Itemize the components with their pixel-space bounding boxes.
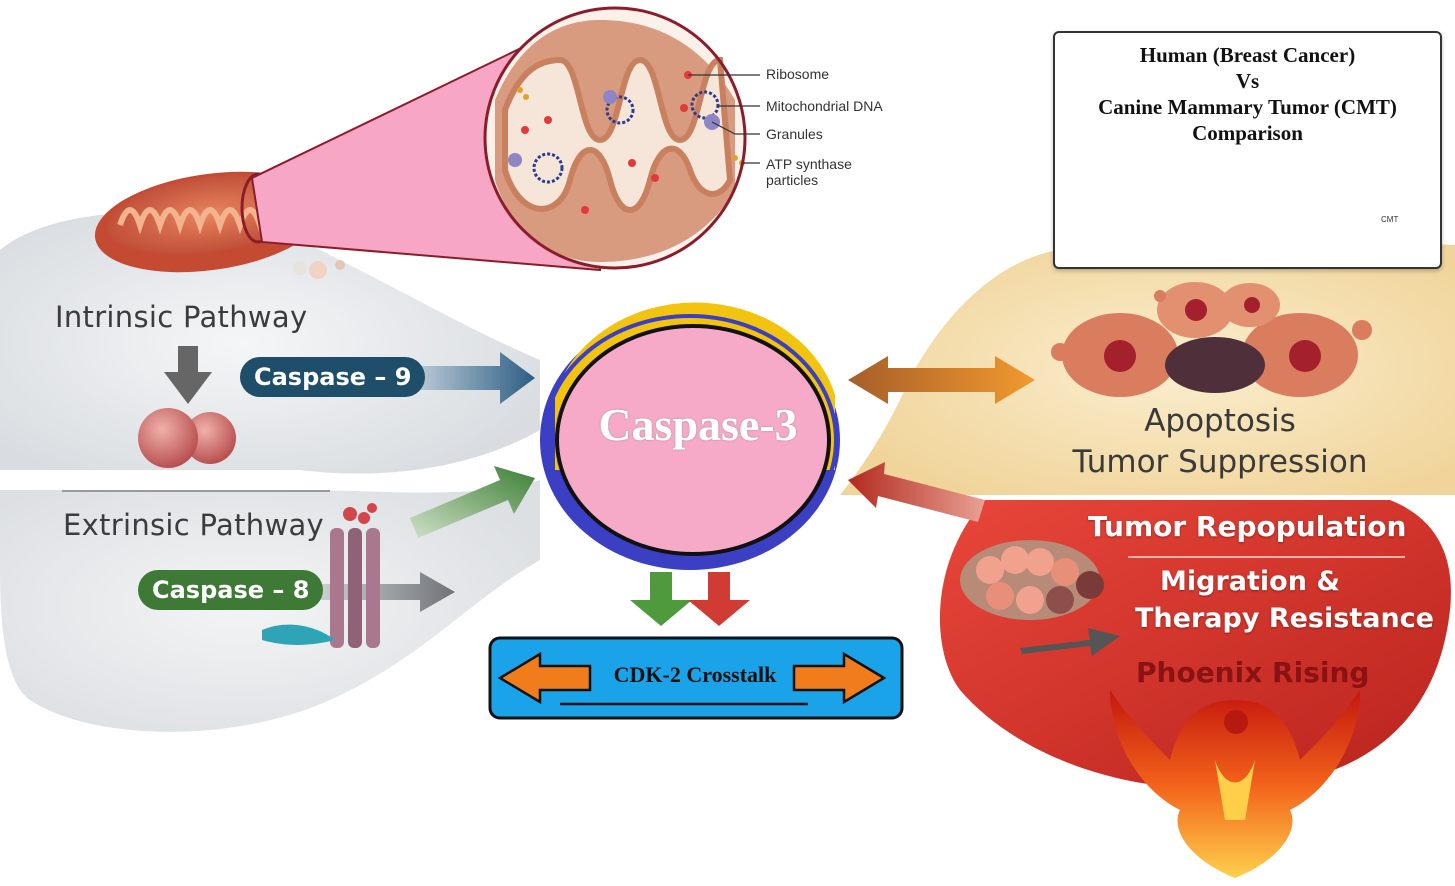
repopulation-arrow <box>848 462 985 522</box>
apoptosis-double-arrow <box>848 356 1035 404</box>
comparison-line3: Canine Mammary Tumor (CMT) <box>1098 95 1397 119</box>
extrinsic-pathway-title: Extrinsic Pathway <box>63 508 325 542</box>
comparison-box: Human (Breast Cancer) Vs Canine Mammary … <box>1053 31 1442 269</box>
cmt-mini-label: CMT <box>1381 215 1399 224</box>
mitochondria-zoom-circle <box>483 6 747 270</box>
caspase9-arrow <box>405 352 535 404</box>
receptor-illustration <box>262 503 380 648</box>
tumor-suppression-label: Tumor Suppression <box>1072 444 1368 480</box>
mitochondrial-dna-label: Mitochondrial DNA <box>766 98 883 114</box>
zoom-leader-lines <box>688 74 760 164</box>
therapy-resistance-label: Therapy Resistance <box>1135 603 1434 634</box>
extrinsic-arrow <box>410 466 535 538</box>
atp-particles-label: particles <box>766 172 819 188</box>
granules-label: Granules <box>766 126 823 142</box>
tumor-repopulation-label: Tumor Repopulation <box>1088 510 1407 543</box>
caspase9-label: Caspase – 9 <box>240 357 426 397</box>
comparison-line2: Vs <box>1235 69 1260 93</box>
crosstalk-box <box>488 636 904 720</box>
repopulating-cells-illustration <box>960 540 1120 656</box>
ribosome-label: Ribosome <box>766 66 830 82</box>
comparison-line1: Human (Breast Cancer) <box>1139 43 1356 67</box>
phoenix-illustration <box>1110 690 1360 878</box>
down-arrow-green <box>630 572 692 626</box>
caspase3-hub <box>540 302 840 570</box>
apoptosis-label: Apoptosis <box>1144 403 1296 439</box>
migration-label: Migration & <box>1160 566 1340 597</box>
phoenix-rising-label: Phoenix Rising <box>1136 656 1370 689</box>
comparison-line4: Comparison <box>1192 121 1303 145</box>
intrinsic-pathway-title: Intrinsic Pathway <box>55 300 308 334</box>
atp-synthase-label: ATP synthase <box>766 156 852 172</box>
caspase3-title: Caspase-3 <box>598 399 798 450</box>
intrinsic-panel-bg <box>0 212 540 474</box>
crosstalk-label: CDK-2 Crosstalk <box>613 662 777 687</box>
apoptotic-cells-illustration <box>1051 282 1372 397</box>
caspase8-label: Caspase – 8 <box>138 570 324 610</box>
intrinsic-down-arrow <box>164 346 212 404</box>
down-arrow-red <box>688 572 750 626</box>
cell-pair-illustration <box>138 408 236 468</box>
